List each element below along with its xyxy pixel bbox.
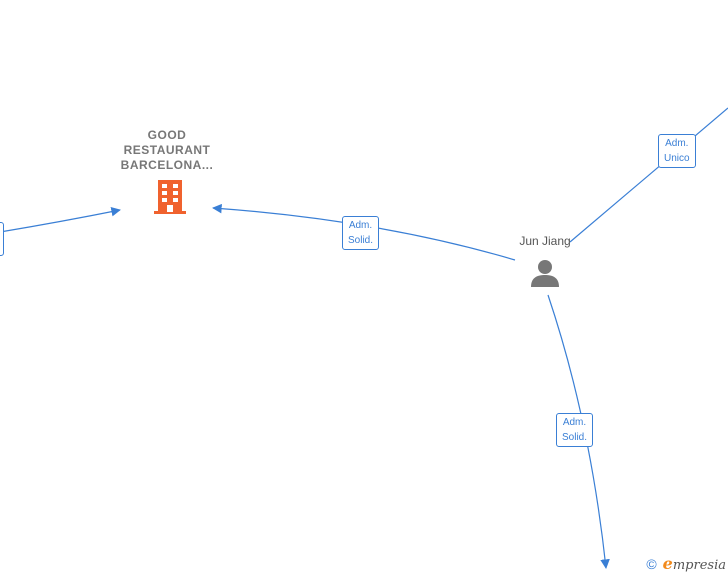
edge-label-line2: Solid. — [348, 235, 374, 246]
edge-label-line1: Adm. — [665, 138, 689, 149]
company-name-line2: RESTAURANT — [123, 143, 211, 157]
building-icon[interactable] — [154, 180, 186, 214]
edge-label-line1: Adm. — [348, 220, 373, 231]
company-name-line3: BARCELONA... — [120, 158, 214, 172]
edge-label-line2: Solid. — [562, 432, 588, 443]
edge-label-left-partial — [0, 222, 4, 256]
edge-label-line1: Adm. — [562, 417, 587, 428]
edge-left-to-company — [0, 206, 121, 233]
empresia-logo[interactable]: empresia — [663, 554, 726, 573]
brand-rest: mpresia — [672, 558, 726, 573]
edge-label-adm-unico[interactable]: Adm. Unico — [658, 134, 696, 168]
edge-label-adm-solid-company[interactable]: Adm. Solid. — [342, 216, 380, 250]
person-icon[interactable] — [530, 258, 560, 288]
brand-initial: e — [662, 554, 673, 573]
edge-label-line2: Unico — [664, 153, 690, 164]
person-node-name[interactable]: Jun Jiang — [519, 234, 571, 248]
company-name-line1: GOOD — [147, 128, 187, 142]
edge-person-to-top-right — [569, 107, 728, 243]
company-node-name[interactable]: GOOD RESTAURANT BARCELONA... — [102, 128, 232, 173]
edge-label-adm-solid-bottom[interactable]: Adm. Solid. — [556, 413, 594, 447]
copyright-icon: © — [646, 555, 657, 572]
footer-brand: © empresia — [646, 554, 726, 573]
